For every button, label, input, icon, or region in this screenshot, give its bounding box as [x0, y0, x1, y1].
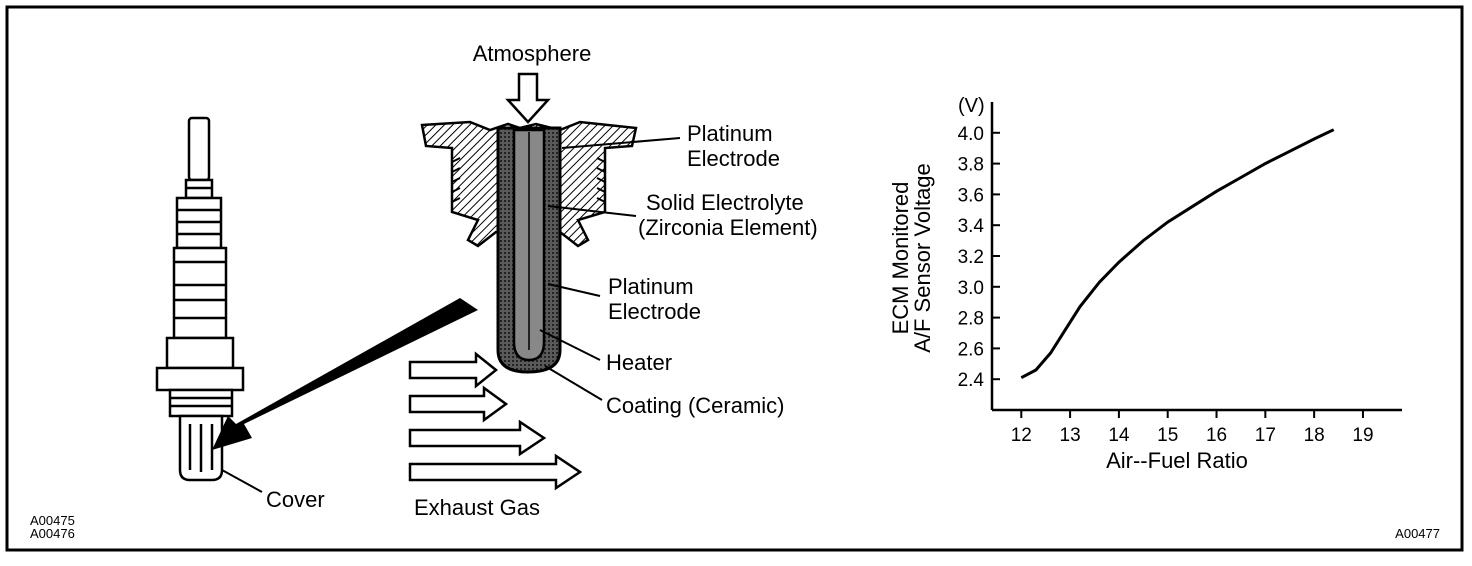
x-tick-label: 18: [1304, 425, 1325, 446]
x-axis-label: Air--Fuel Ratio: [1106, 448, 1248, 473]
pointer-arrow: [212, 298, 478, 450]
heater-label: Heater: [606, 350, 672, 375]
outer-frame: [5, 5, 1464, 552]
y-tick-label: 3.2: [958, 247, 984, 268]
x-tick-label: 13: [1060, 425, 1081, 446]
x-tick-label: 15: [1157, 425, 1178, 446]
platinum-electrode-top-label-1: Platinum: [687, 121, 773, 146]
x-tick-label: 19: [1352, 425, 1373, 446]
y-tick-label: 2.4: [958, 370, 985, 391]
y-axis-label-1: ECM Monitored: [888, 182, 913, 335]
voltage-chart: 2.4 2.6 2.8 3.0 3.2 3.4 3.6 3.8 4.0 12 13 14 15 16 17…: [888, 95, 1402, 473]
cover-leader: [221, 469, 263, 493]
y-tick-label: 2.6: [958, 339, 984, 360]
y-tick-label: 3.4: [958, 216, 985, 237]
y-tick-label: 3.6: [958, 185, 984, 206]
platinum-electrode-mid-label-2: Electrode: [608, 299, 701, 324]
figure-code-left-2: A00476: [30, 526, 75, 541]
solid-electrolyte-label-1: Solid Electrolyte: [646, 190, 804, 215]
sensor-cutaway: [408, 72, 681, 491]
atmosphere-label: Atmosphere: [473, 41, 592, 66]
y-tick-label: 3.0: [958, 278, 984, 299]
x-tick-label: 12: [1011, 425, 1032, 446]
platinum-electrode-mid-label-1: Platinum: [608, 274, 694, 299]
atmosphere-arrow: [505, 72, 551, 124]
x-tick-label: 17: [1255, 425, 1276, 446]
y-axis-label-2: A/F Sensor Voltage: [910, 163, 935, 353]
figure-code-right: A00477: [1395, 526, 1440, 541]
y-tick-label: 4.0: [958, 124, 984, 145]
coating-label: Coating (Ceramic): [606, 393, 785, 418]
voltage-curve: [1020, 128, 1335, 380]
y-tick-label: 2.8: [958, 309, 984, 330]
x-tick-label: 16: [1206, 425, 1227, 446]
y-unit-label: (V): [958, 95, 985, 117]
x-tick-label: 14: [1108, 425, 1130, 446]
platinum-electrode-top-label-2: Electrode: [687, 146, 780, 171]
solid-electrolyte-label-2: (Zirconia Element): [638, 215, 818, 240]
exhaust-gas-label: Exhaust Gas: [414, 495, 540, 520]
y-tick-label: 3.8: [958, 155, 984, 176]
cover-label: Cover: [266, 487, 325, 512]
figure-code-left-1: A00475: [30, 513, 75, 528]
housing: [420, 120, 638, 248]
exhaust-arrows: [408, 351, 583, 491]
oxygen-sensor-drawing: [155, 116, 245, 482]
